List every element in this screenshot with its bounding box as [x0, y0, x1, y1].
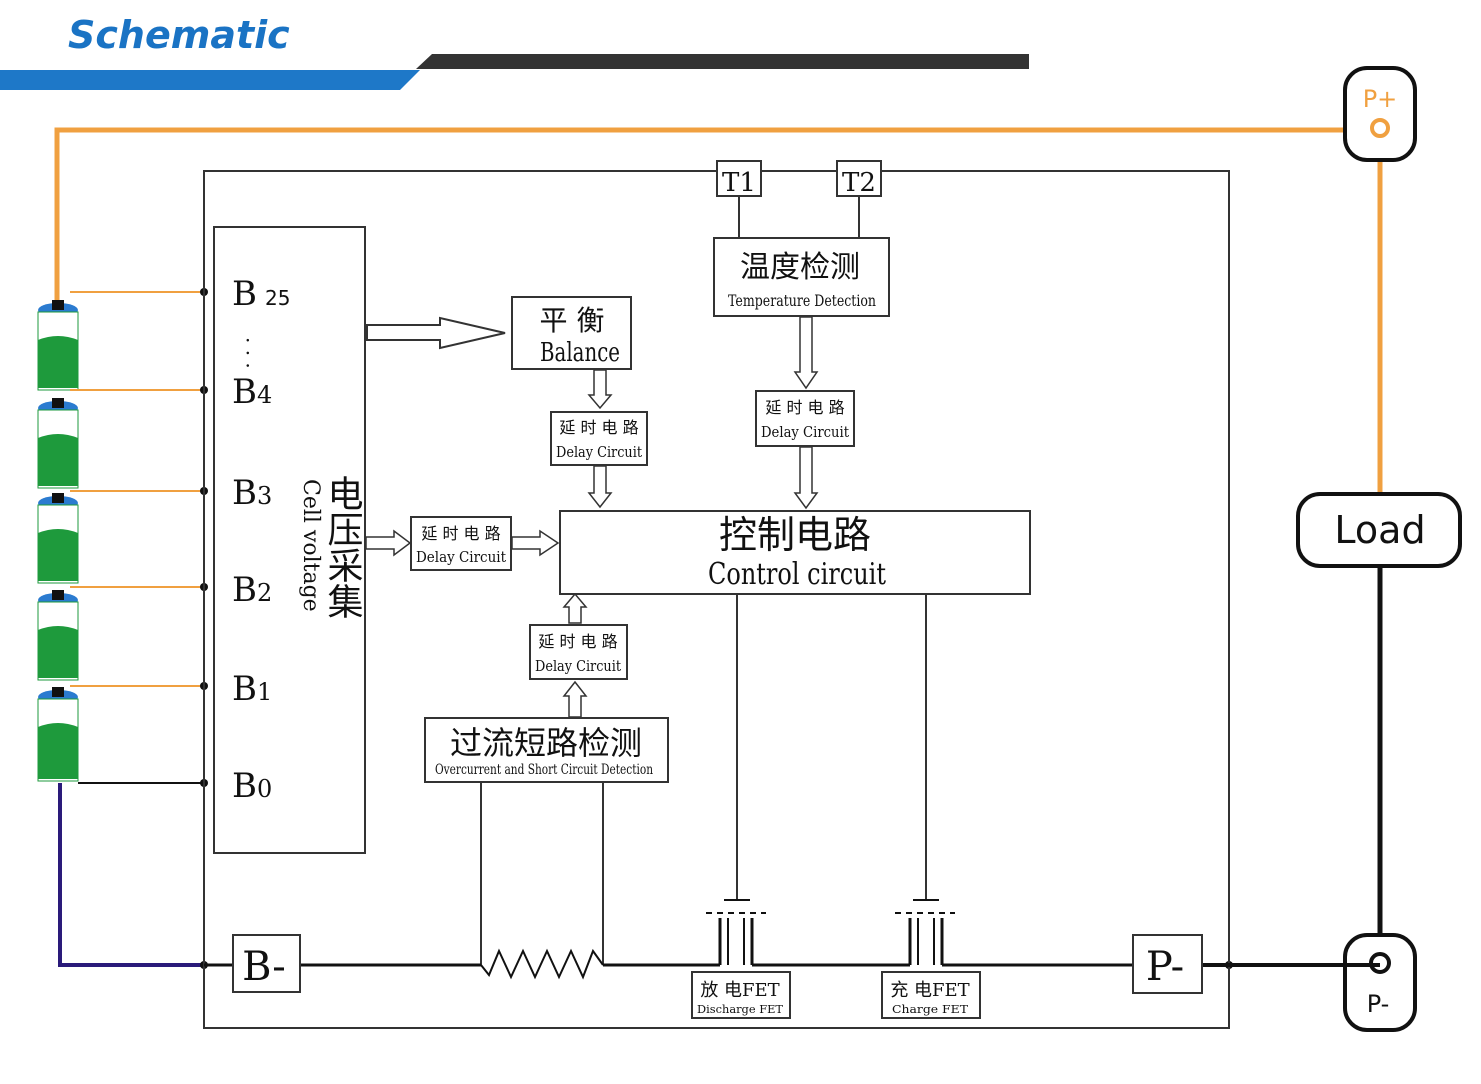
delay-en: Delay Circuit	[416, 548, 506, 566]
tap-b0: B0	[232, 766, 272, 806]
header-bar-blue	[0, 70, 420, 90]
control-circuit-block: 控制电路 Control circuit	[559, 510, 1031, 595]
voltage-collect-cn: 电压采集	[322, 475, 363, 619]
delay-cn: 延 时 电 路	[559, 418, 638, 437]
sensor-t1: T1	[716, 160, 762, 238]
load-label: Load	[1334, 508, 1425, 552]
main-negative-line	[204, 948, 1380, 980]
battery-cell	[37, 398, 79, 489]
t1-label: T1	[722, 168, 756, 198]
temp-en: Temperature Detection	[728, 291, 876, 310]
temperature-block: 温度检测 Temperature Detection	[713, 237, 890, 317]
charge-fet-en: Charge FET	[892, 1003, 969, 1016]
delay-circuit-temperature: 延 时 电 路 Delay Circuit	[755, 316, 855, 510]
load-box: Load	[1296, 492, 1462, 965]
tap-ellipsis: · · ·	[236, 337, 260, 369]
tap-b1: B1	[232, 669, 272, 709]
discharge-fet-cn: 放 电FET	[700, 980, 779, 1001]
p-minus-label: P-	[1367, 990, 1390, 1018]
tap-wires	[70, 291, 204, 687]
sensor-t2: T2	[836, 160, 882, 238]
p-plus-terminal: P+	[1343, 66, 1417, 162]
b-minus-box: B-	[232, 934, 301, 993]
control-en: Control circuit	[708, 557, 886, 592]
delay-en: Delay Circuit	[556, 443, 642, 461]
overcurrent-cn: 过流短路检测	[450, 724, 642, 762]
t2-label: T2	[842, 168, 876, 198]
control-cn: 控制电路	[719, 513, 871, 557]
header-bar-dark	[416, 54, 1029, 69]
tap-b4: B4	[232, 372, 272, 412]
temp-cn: 温度检测	[740, 250, 860, 285]
negative-wire	[58, 783, 204, 967]
p-minus-box: P-	[1132, 934, 1203, 994]
p-minus-box-label: P-	[1146, 944, 1184, 990]
delay-cn: 延 时 电 路	[538, 632, 617, 651]
page-title: Schematic	[68, 13, 290, 57]
balance-cn: 平 衡	[540, 304, 605, 337]
p-plus-label: P+	[1363, 85, 1398, 113]
tap-b2: B2	[232, 570, 272, 610]
battery-cell	[37, 590, 79, 681]
delay-cn: 延 时 电 路	[765, 398, 844, 417]
charge-fet: 充 电FET Charge FET	[881, 899, 981, 1019]
battery-cell	[37, 687, 79, 782]
voltage-collection-block	[213, 226, 366, 854]
delay-circuit-voltage: 延 时 电 路 Delay Circuit	[365, 516, 560, 571]
balance-block: 平 衡 Balance	[511, 296, 632, 370]
battery-cell	[37, 300, 79, 391]
delay-en: Delay Circuit	[761, 423, 849, 441]
tap-b3: B3	[232, 473, 272, 513]
battery-cell	[37, 493, 79, 584]
delay-cn: 延 时 电 路	[421, 524, 500, 543]
b-minus-label: B-	[242, 944, 286, 990]
charge-fet-cn: 充 电FET	[890, 980, 969, 1001]
arrow-to-balance	[366, 316, 506, 350]
overcurrent-block: 过流短路检测 Overcurrent and Short Circuit Det…	[424, 717, 669, 783]
delay-circuit-balance: 延 时 电 路 Delay Circuit	[550, 369, 648, 509]
p-minus-terminal: P-	[1343, 933, 1417, 1032]
cell-voltage-label: Cell voltage	[298, 479, 323, 612]
positive-wire	[54, 127, 1383, 495]
balance-en: Balance	[540, 338, 620, 368]
discharge-fet-en: Discharge FET	[697, 1003, 784, 1016]
delay-en: Delay Circuit	[535, 657, 621, 675]
overcurrent-en: Overcurrent and Short Circuit Detection	[435, 762, 653, 778]
delay-circuit-overcurrent: 延 时 电 路 Delay Circuit	[529, 592, 628, 718]
sense-wires	[480, 595, 927, 965]
battery-cells	[37, 300, 79, 782]
discharge-fet: 放 电FET Discharge FET	[691, 899, 791, 1019]
